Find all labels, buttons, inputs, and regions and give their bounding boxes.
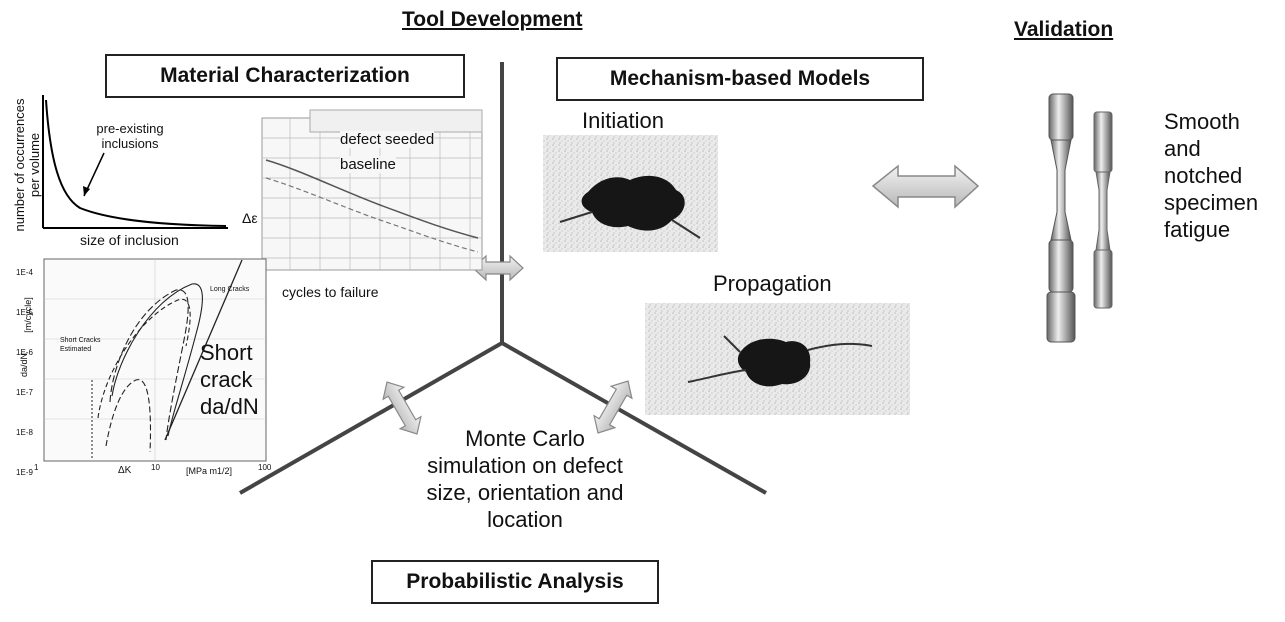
propagation-label: Propagation [713, 271, 832, 296]
validation-header: Validation [1014, 18, 1114, 41]
initiation-label: Initiation [582, 108, 664, 133]
y-line-right [501, 341, 767, 495]
crack-plot-yticks: 1E-4 1E-5 1E-6 1E-7 1E-8 1E-9 [16, 268, 33, 477]
baseline-label: baseline [340, 156, 396, 173]
monte-carlo-label: Monte Carlo simulation on defect size, o… [426, 426, 624, 532]
double-arrow-icon [472, 254, 524, 282]
sn-plot-xlabel: cycles to failure [282, 284, 379, 300]
sn-plot [261, 109, 483, 271]
long-cracks-label: Long Cracks [210, 286, 250, 293]
short-cracks-label: Short Cracks Estimated [60, 337, 101, 353]
crack-plot-xlabel: ΔK [118, 465, 132, 476]
inclusion-plot [42, 95, 228, 229]
notched-specimen [1093, 111, 1113, 309]
y-line-left [239, 341, 503, 495]
sn-plot-ylabel: Δε [242, 210, 258, 226]
tool-development-header: Tool Development [402, 8, 583, 31]
inclusion-plot-xlabel: size of inclusion [80, 232, 179, 248]
double-arrow-icon [871, 164, 980, 209]
material-characterization-box: Material Characterization [105, 54, 465, 98]
short-crack-label: Short crack da/dN [200, 340, 259, 419]
crack-plot-xtick-100: 100 [258, 463, 272, 472]
mechanism-models-box: Mechanism-based Models [556, 57, 924, 101]
double-arrow-icon [593, 380, 633, 434]
crack-plot-xtick-10: 10 [151, 463, 160, 472]
crack-plot-ylabel: da/dN [19, 352, 30, 378]
crack-plot [43, 258, 267, 462]
crack-plot-yunit: [m/cycle] [22, 297, 33, 333]
propagation-micrograph [645, 303, 910, 415]
defect-seeded-label: defect seeded [340, 131, 435, 148]
crack-plot-xtick-1: 1 [34, 463, 39, 472]
specimen-label: Smooth and notched specimen fatigue [1164, 109, 1259, 242]
double-arrow-icon [382, 381, 422, 435]
probabilistic-analysis-box: Probabilistic Analysis [371, 560, 659, 604]
initiation-micrograph [543, 135, 718, 252]
inclusion-plot-ylabel: number of occurrences per volume [12, 98, 42, 232]
inclusion-annotation: pre-existing inclusions [96, 121, 164, 151]
smooth-specimen [1046, 93, 1076, 343]
crack-plot-xunit: [MPa m1/2] [186, 466, 233, 476]
